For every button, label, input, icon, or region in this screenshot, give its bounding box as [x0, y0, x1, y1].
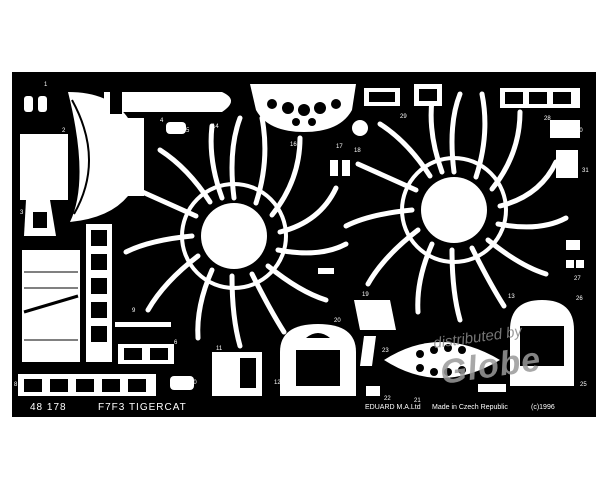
part-number-29: 29 [400, 114, 407, 120]
part-small-parts [166, 120, 584, 396]
part-number-13: 13 [508, 294, 515, 300]
part-number-15: 15 [292, 88, 299, 94]
part-oval-hatch [384, 342, 500, 378]
part-number-3: 3 [20, 210, 24, 216]
part-number-5: 5 [186, 128, 190, 134]
part-number-8: 8 [14, 382, 18, 388]
part-number-18: 18 [354, 148, 361, 154]
part-number-9: 9 [132, 308, 136, 314]
part-number-19: 19 [362, 292, 369, 298]
part-ladder-strip [86, 224, 112, 362]
catalog-number: 48 178 [30, 402, 67, 413]
part-number-21: 21 [414, 398, 421, 404]
part-exhaust-pipe [104, 92, 231, 112]
part-number-7: 7 [70, 354, 74, 360]
part-number-17: 17 [336, 144, 343, 150]
part-number-30: 30 [576, 128, 583, 134]
origin-text: Made in Czech Republic [432, 404, 508, 411]
part-number-24: 24 [396, 362, 403, 368]
part-1a [24, 96, 33, 112]
part-1b [38, 96, 47, 112]
part-number-23: 23 [382, 348, 389, 354]
part-number-11: 11 [216, 346, 223, 352]
part-group-left [20, 92, 144, 362]
part-number-4: 4 [160, 118, 164, 124]
part-instrument-panel [250, 84, 356, 132]
part-number-27: 27 [574, 276, 581, 282]
part-number-20: 20 [334, 318, 341, 324]
part-number-16: 16 [290, 142, 297, 148]
engine-right [343, 91, 569, 323]
part-number-12: 12 [274, 380, 281, 386]
part-flap [22, 250, 80, 362]
manufacturer: EDUARD M.A.Ltd [365, 404, 421, 411]
copyright: (c)1996 [531, 404, 555, 411]
part-number-14: 14 [212, 124, 219, 130]
part-number-31: 31 [582, 168, 589, 174]
part-number-26: 26 [576, 296, 583, 302]
part-number-10: 10 [190, 380, 197, 386]
part-tail-cone [68, 92, 144, 222]
part-bulkheads [212, 300, 574, 396]
part-number-28: 28 [544, 116, 551, 122]
part-number-22: 22 [384, 396, 391, 402]
part-number-6: 6 [174, 340, 178, 346]
part-frame-row [18, 322, 194, 396]
part-number-1: 1 [44, 82, 48, 88]
model-name: F7F3 TIGERCAT [98, 402, 187, 413]
engine-left [123, 115, 349, 349]
part-top-right-frames [364, 84, 580, 178]
part-number-2: 2 [62, 128, 66, 134]
part-number-25: 25 [580, 382, 587, 388]
part-panel-2 [20, 134, 68, 200]
